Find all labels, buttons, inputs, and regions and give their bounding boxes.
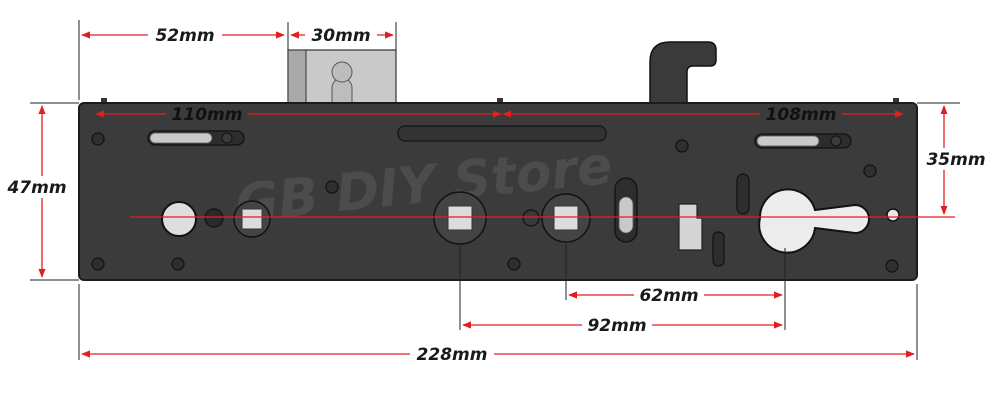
- latch-keep: [287, 49, 397, 105]
- small-round-hole: [886, 208, 900, 222]
- svg-text:35mm: 35mm: [926, 150, 985, 170]
- spindle-hub-1: [233, 200, 271, 238]
- dim-keep-width: 30mm: [290, 24, 394, 46]
- dim-centre-92: 92mm: [462, 314, 783, 336]
- dim-total-length: 228mm: [81, 343, 915, 365]
- top-pin-right: [893, 98, 899, 104]
- witness-lines: [30, 20, 960, 360]
- faceplate: [78, 102, 918, 281]
- round-hole-large: [161, 201, 197, 237]
- svg-text:30mm: 30mm: [311, 26, 370, 46]
- spindle-hub-2: [433, 191, 487, 245]
- dim-centre-62: 62mm: [568, 284, 783, 306]
- dim-top-left: 110mm: [95, 104, 502, 126]
- dim-right-offset: 35mm: [918, 105, 998, 215]
- euro-cylinder-hole: [758, 188, 870, 254]
- svg-text:47mm: 47mm: [6, 178, 66, 198]
- spindle-hub-3: [522, 193, 591, 243]
- dim-height: 47mm: [2, 105, 74, 278]
- deadbolt-window: [678, 203, 703, 251]
- dim-top-right: 108mm: [502, 104, 904, 126]
- left-slide-slot: [147, 130, 245, 146]
- svg-text:108mm: 108mm: [766, 105, 837, 125]
- svg-text:52mm: 52mm: [155, 26, 214, 46]
- small-slot-top: [736, 173, 750, 215]
- small-slot-bottom: [712, 231, 725, 267]
- hook-bolt: [649, 41, 717, 104]
- screw-holes: [91, 132, 899, 273]
- latch-slot: [614, 177, 638, 243]
- top-slot: [397, 125, 607, 142]
- svg-text:62mm: 62mm: [639, 286, 698, 306]
- svg-text:92mm: 92mm: [587, 316, 646, 336]
- dim-keep-offset: 52mm: [81, 24, 285, 46]
- right-slide-slot: [754, 133, 852, 149]
- top-pin-mid: [497, 98, 503, 104]
- top-pin-left: [101, 98, 107, 104]
- round-hole-small: [204, 208, 224, 228]
- svg-text:228mm: 228mm: [417, 345, 488, 365]
- svg-text:110mm: 110mm: [172, 105, 243, 125]
